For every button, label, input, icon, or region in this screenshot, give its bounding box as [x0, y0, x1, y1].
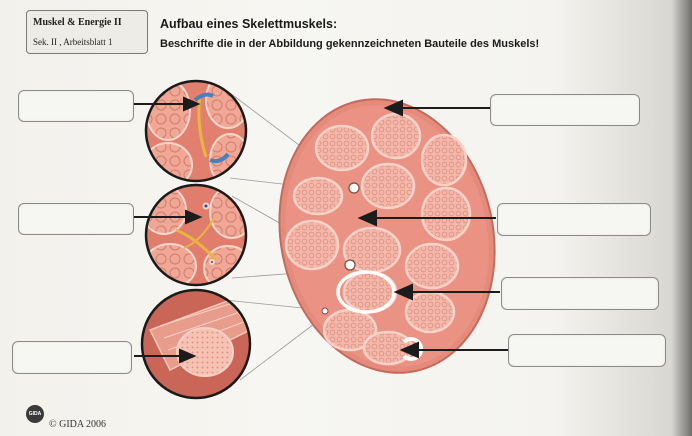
zoom-circle-muscle-fiber	[140, 288, 252, 400]
instruction-text: Beschrifte die in der Abbildung gekennze…	[160, 38, 540, 50]
zoom-circle-fascicle	[144, 79, 248, 183]
zoom-circle-fiber-bundle	[144, 183, 248, 287]
copyright-notice: © GIDA 2006	[49, 419, 107, 430]
answer-box-left-1[interactable]	[18, 90, 134, 122]
answer-box-right-3[interactable]	[501, 277, 659, 310]
course-title: Muskel & Energie II	[33, 17, 122, 28]
answer-box-right-1[interactable]	[490, 94, 640, 126]
muscle-cross-section	[278, 98, 496, 374]
muscle-fascicles	[284, 112, 472, 366]
label-arrows	[134, 96, 508, 364]
sheet-number: Sek. II , Arbeitsblatt 1	[33, 37, 113, 47]
answer-box-left-2[interactable]	[18, 203, 134, 235]
answer-box-left-3[interactable]	[12, 341, 132, 374]
answer-box-right-4[interactable]	[508, 334, 666, 367]
course-header-box: Muskel & Energie II Sek. II , Arbeitsbla…	[26, 10, 148, 54]
marker-circle	[321, 307, 329, 315]
page-title: Aufbau eines Skelettmuskels:	[160, 17, 338, 31]
marker-circle	[344, 259, 356, 271]
answer-box-right-2[interactable]	[497, 203, 651, 236]
marker-circle	[348, 182, 360, 194]
gida-logo: GIDA	[26, 405, 44, 423]
